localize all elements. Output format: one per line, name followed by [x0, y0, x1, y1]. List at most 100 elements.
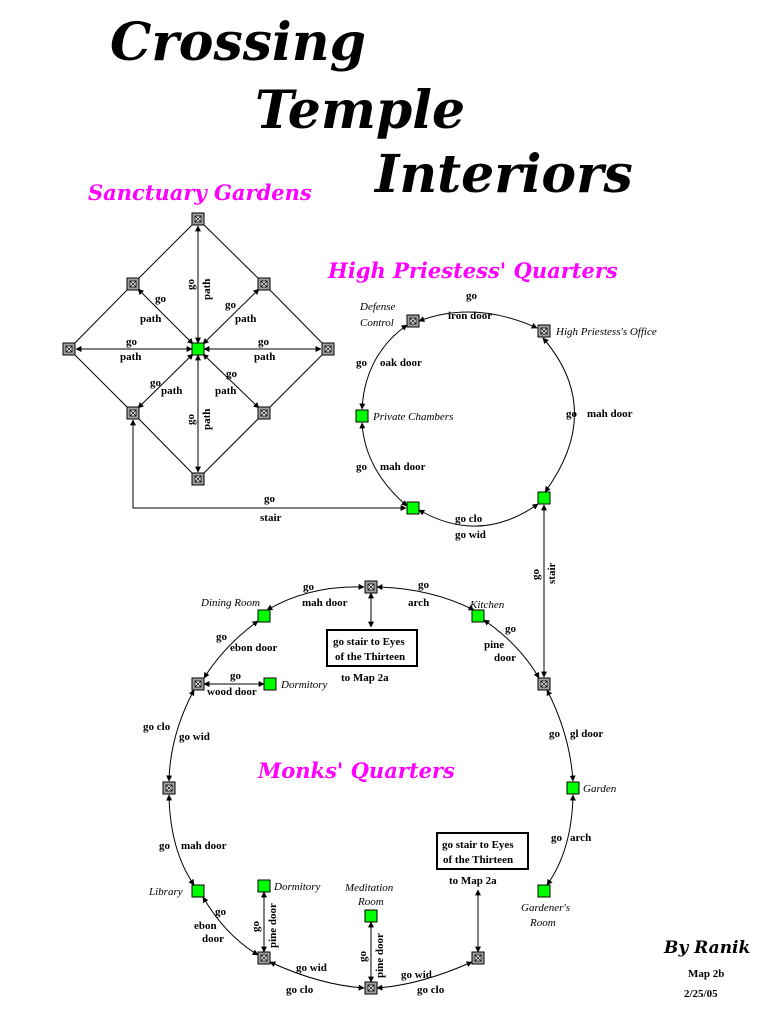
monks-node-bottom — [364, 981, 378, 995]
link-label-pine-door: pine door — [374, 933, 386, 978]
room-defense-control-line2: Control — [360, 317, 394, 329]
link-label-go-wid: go wid — [296, 962, 327, 974]
monks-room-dormitory-lower — [257, 879, 271, 893]
room-gardeners-line1: Gardener's — [521, 902, 570, 914]
link-label-go-clo: go clo — [286, 984, 314, 996]
room-library: Library — [148, 886, 183, 898]
link-label-go: go — [357, 951, 369, 963]
link-label-path: path — [201, 409, 213, 430]
link-label-go: go — [566, 408, 578, 420]
room-dining-room: Dining Room — [200, 597, 260, 609]
note-box-upper — [326, 629, 418, 667]
high-priestess-quarters-map: Defense Control High Priestess's Office … — [355, 290, 657, 678]
room-dormitory-upper: Dormitory — [280, 679, 328, 691]
priestess-room-stair-down — [537, 491, 551, 505]
link-label-path: path — [161, 385, 182, 397]
link-label-go: go — [155, 293, 167, 305]
room-meditation-line1: Meditation — [344, 882, 394, 894]
link-label-path: path — [235, 313, 256, 325]
link-label-mah-door: mah door — [181, 840, 227, 852]
sanctuary-node-west — [62, 342, 76, 356]
link-label-go-clo: go clo — [417, 984, 445, 996]
room-kitchen: Kitchen — [469, 599, 505, 611]
link-label-door: door — [202, 933, 224, 945]
link-label-go: go — [549, 728, 561, 740]
link-label-go: go — [225, 299, 237, 311]
link-label-path: path — [120, 351, 141, 363]
link-label-iron-door: iron door — [448, 310, 492, 322]
link-label-pine: pine — [484, 639, 504, 651]
monks-room-library — [191, 884, 205, 898]
link-label-go: go — [250, 921, 262, 933]
monks-node-east-upper — [537, 677, 551, 691]
room-gardeners-line2: Room — [529, 917, 556, 929]
monks-node-west — [162, 781, 176, 795]
sanctuary-node-south — [191, 472, 205, 486]
note-upper-to: to Map 2a — [341, 672, 389, 684]
credit-author: By Ranik — [663, 938, 750, 958]
link-label-go: go — [258, 336, 270, 348]
note-lower-line1: go stair to Eyes — [442, 839, 514, 851]
link-label-gl-door: gl door — [570, 728, 603, 740]
link-label-ebon: ebon — [194, 920, 217, 932]
link-label-wood-door: wood door — [207, 686, 257, 698]
link-label-go: go — [303, 581, 315, 593]
title-line-2: Temple — [255, 80, 465, 141]
link-label-stair: stair — [546, 563, 558, 585]
title-line-1: Crossing — [110, 12, 366, 73]
link-label-arch: arch — [408, 597, 429, 609]
monks-node-se — [471, 951, 485, 965]
link-label-go: go — [530, 569, 542, 581]
sanctuary-node-ne — [257, 277, 271, 291]
priestess-node-defense-control — [406, 314, 420, 328]
monks-room-kitchen — [471, 609, 485, 623]
link-label-go: go — [216, 631, 228, 643]
link-label-go-clo: go clo — [455, 513, 483, 525]
monks-room-dining-room — [257, 609, 271, 623]
room-high-priestess-office: High Priestess's Office — [555, 326, 657, 338]
link-label-go: go — [466, 290, 478, 302]
link-label-path: path — [140, 313, 161, 325]
link-label-go: go — [226, 368, 238, 380]
monks-room-dormitory-upper — [263, 677, 277, 691]
monks-room-garden — [566, 781, 580, 795]
section-monks-quarters: Monks' Quarters — [257, 758, 455, 783]
title-line-3: Interiors — [373, 144, 633, 205]
link-label-go-clo: go clo — [143, 721, 171, 733]
sanctuary-center-room — [191, 342, 205, 356]
link-label-go: go — [418, 579, 430, 591]
link-label-stair: stair — [260, 512, 282, 524]
link-label-arch: arch — [570, 832, 591, 844]
link-label-go-wid: go wid — [179, 731, 210, 743]
monks-room-meditation — [364, 909, 378, 923]
monks-room-gardeners — [537, 884, 551, 898]
room-defense-control-line1: Defense — [359, 301, 396, 313]
priestess-node-office — [537, 324, 551, 338]
priestess-room-private-chambers — [355, 409, 369, 423]
sanctuary-node-se — [257, 406, 271, 420]
monks-node-sw — [257, 951, 271, 965]
note-box-lower — [436, 832, 529, 870]
link-label-go: go — [185, 279, 197, 291]
sanctuary-node-north — [191, 212, 205, 226]
link-label-go: go — [505, 623, 517, 635]
link-label-go: go — [551, 832, 563, 844]
link-label-go: go — [230, 670, 242, 682]
note-upper-line2: of the Thirteen — [335, 651, 405, 663]
section-high-priestess-quarters: High Priestess' Quarters — [327, 258, 618, 283]
credit-date: 2/25/05 — [684, 988, 718, 1000]
note-upper-line1: go stair to Eyes — [333, 636, 405, 648]
priestess-room-stair-landing — [406, 501, 420, 515]
sanctuary-node-sw — [126, 406, 140, 420]
link-label-door: door — [494, 652, 516, 664]
sanctuary-gardens-map: go path go path go path go path go path … — [62, 212, 407, 524]
link-label-ebon-door: ebon door — [230, 642, 277, 654]
link-label-oak-door: oak door — [380, 357, 422, 369]
note-lower-line2: of the Thirteen — [443, 854, 513, 866]
link-label-mah-door: mah door — [302, 597, 348, 609]
link-label-go: go — [185, 414, 197, 426]
monks-node-west-upper — [191, 677, 205, 691]
room-garden: Garden — [583, 783, 617, 795]
room-meditation-line2: Room — [357, 896, 384, 908]
